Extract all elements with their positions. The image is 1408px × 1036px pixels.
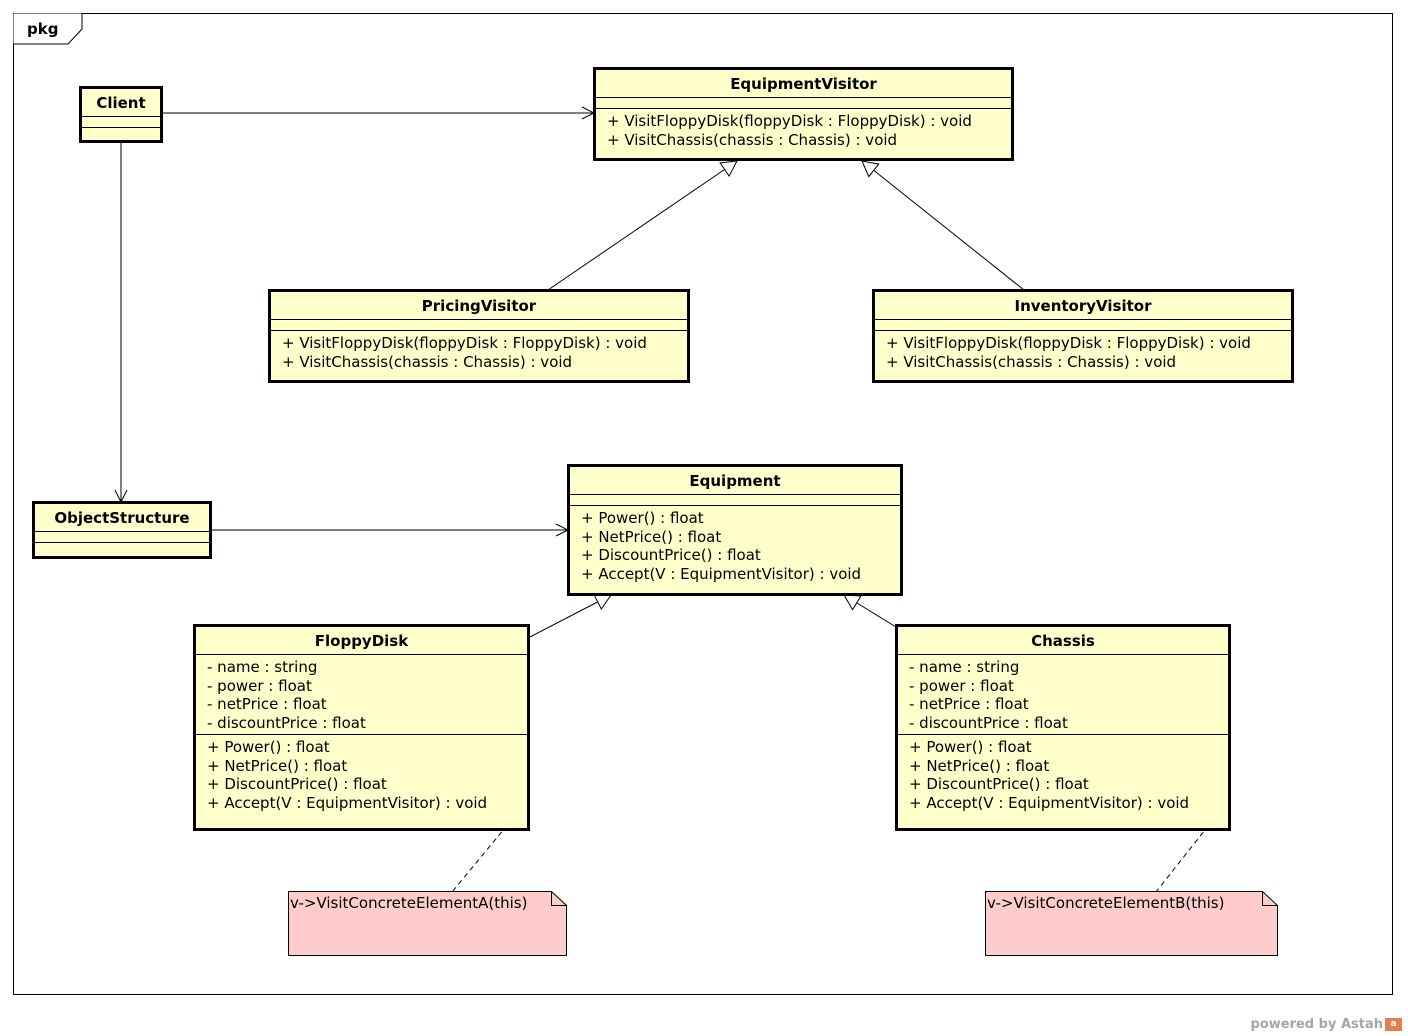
attribute: - discountPrice : float	[207, 713, 366, 732]
operation: + VisitChassis(chassis : Chassis) : void	[607, 130, 898, 149]
class-equipment-visitor[interactable]: EquipmentVisitor + VisitFloppyDisk(flopp…	[593, 67, 1014, 161]
class-name: Chassis	[1031, 632, 1095, 650]
operation: + DiscountPrice() : float	[207, 775, 387, 793]
attribute: - power : float	[909, 676, 1014, 695]
operations-compartment: + Power() : float + NetPrice() : float +…	[196, 734, 527, 814]
operation: + VisitChassis(chassis : Chassis) : void	[886, 352, 1177, 371]
operation: + DiscountPrice() : float	[909, 775, 1089, 793]
operation: + Accept(V : EquipmentVisitor) : void	[207, 793, 488, 812]
attributes-compartment	[271, 319, 687, 330]
generalization-chassis	[843, 594, 897, 628]
generalization-floppydisk	[527, 594, 612, 639]
operation: + VisitChassis(chassis : Chassis) : void	[282, 352, 573, 371]
generalization-inventoryvisitor	[861, 160, 1025, 291]
class-equipment[interactable]: Equipment + Power() : float + NetPrice()…	[567, 464, 903, 596]
attributes-compartment	[570, 494, 900, 505]
operation: + Power() : float	[909, 738, 1032, 756]
attributes-compartment	[596, 97, 1011, 108]
operations-compartment	[82, 127, 160, 138]
class-pricing-visitor[interactable]: PricingVisitor + VisitFloppyDisk(floppyD…	[268, 289, 690, 383]
operations-compartment: + VisitFloppyDisk(floppyDisk : FloppyDis…	[271, 330, 687, 373]
class-name: FloppyDisk	[314, 632, 409, 650]
powered-by-footer: powered by Astah a	[1251, 1017, 1402, 1032]
attributes-compartment	[875, 319, 1291, 330]
class-client[interactable]: Client	[79, 86, 163, 143]
attributes-compartment: - name : string - power : float - netPri…	[898, 654, 1228, 734]
operation: + VisitFloppyDisk(floppyDisk : FloppyDis…	[886, 334, 1251, 352]
operation: + Power() : float	[207, 738, 330, 756]
class-chassis[interactable]: Chassis - name : string - power : float …	[895, 624, 1231, 831]
operation: + NetPrice() : float	[207, 756, 348, 775]
operations-compartment: + VisitFloppyDisk(floppyDisk : FloppyDis…	[875, 330, 1291, 373]
generalization-pricingvisitor	[547, 160, 738, 291]
operations-compartment	[35, 542, 209, 553]
package-label: pkg	[27, 20, 59, 38]
operations-compartment: + VisitFloppyDisk(floppyDisk : FloppyDis…	[596, 108, 1011, 151]
attributes-compartment: - name : string - power : float - netPri…	[196, 654, 527, 734]
note-shape	[288, 891, 567, 956]
operations-compartment: + Power() : float + NetPrice() : float +…	[898, 734, 1228, 814]
class-name: Client	[96, 94, 146, 112]
attribute: - name : string	[207, 658, 318, 676]
class-name: Equipment	[689, 472, 781, 490]
operation: + VisitFloppyDisk(floppyDisk : FloppyDis…	[282, 334, 647, 352]
class-inventory-visitor[interactable]: InventoryVisitor + VisitFloppyDisk(flopp…	[872, 289, 1294, 383]
attribute: - name : string	[909, 658, 1020, 676]
class-object-structure[interactable]: ObjectStructure	[32, 501, 212, 559]
class-name: EquipmentVisitor	[730, 75, 877, 93]
attribute: - netPrice : float	[207, 695, 327, 713]
class-name: InventoryVisitor	[1014, 297, 1152, 315]
operation: + Accept(V : EquipmentVisitor) : void	[909, 793, 1190, 812]
footer-text: powered by Astah	[1250, 1017, 1383, 1032]
astah-logo-icon: a	[1385, 1018, 1402, 1031]
operation: + DiscountPrice() : float	[581, 546, 761, 564]
attributes-compartment	[35, 531, 209, 542]
class-name: ObjectStructure	[54, 509, 190, 527]
operation: + Accept(V : EquipmentVisitor) : void	[581, 564, 862, 583]
note-floppy-disk-accept[interactable]: v->VisitConcreteElementA(this)	[288, 891, 567, 956]
operation: + NetPrice() : float	[581, 527, 722, 546]
class-floppy-disk[interactable]: FloppyDisk - name : string - power : flo…	[193, 624, 530, 831]
package-tab	[13, 13, 83, 45]
package-frame	[13, 13, 1393, 995]
attribute: - discountPrice : float	[909, 713, 1068, 732]
note-text: v->VisitConcreteElementA(this)	[290, 894, 528, 912]
class-name: PricingVisitor	[421, 297, 537, 315]
note-shape	[985, 891, 1278, 956]
operation: + NetPrice() : float	[909, 756, 1050, 775]
note-chassis-accept[interactable]: v->VisitConcreteElementB(this)	[985, 891, 1278, 956]
attribute: - netPrice : float	[909, 695, 1029, 713]
note-text: v->VisitConcreteElementB(this)	[987, 894, 1225, 912]
attribute: - power : float	[207, 676, 312, 695]
operations-compartment: + Power() : float + NetPrice() : float +…	[570, 505, 900, 585]
operation: + VisitFloppyDisk(floppyDisk : FloppyDis…	[607, 112, 972, 130]
operation: + Power() : float	[581, 509, 704, 527]
attributes-compartment	[82, 116, 160, 127]
